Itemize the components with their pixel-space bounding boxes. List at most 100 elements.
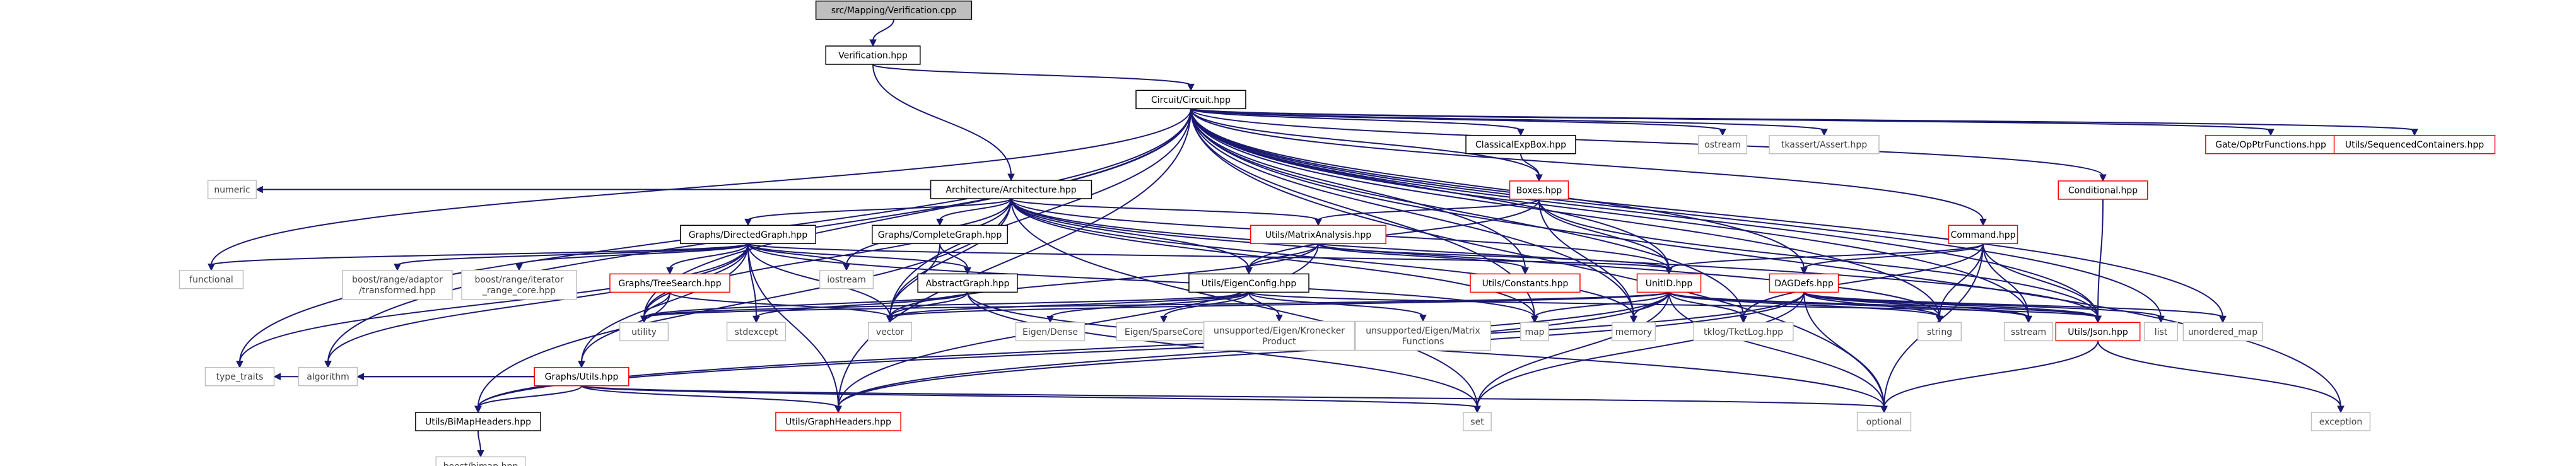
edge-circuit_hpp-to-memory xyxy=(1190,108,1634,318)
edge-directedgraph_hpp-to-abstractgraph_hpp xyxy=(747,243,968,270)
arrowhead xyxy=(936,218,944,226)
arrowhead xyxy=(1517,129,1525,136)
node-label: functional xyxy=(189,275,233,285)
node-verification-hpp[interactable]: Verification.hpp xyxy=(825,45,921,65)
arrowhead xyxy=(1880,405,1888,414)
arrowhead xyxy=(666,267,674,275)
edge-daggdefs_hpp-to-optional xyxy=(1803,292,1885,408)
node-classicalexpbox-hpp[interactable]: ClassicalExpBox.hpp xyxy=(1465,134,1576,154)
arrowhead xyxy=(1719,129,1726,136)
arrowhead xyxy=(843,264,850,271)
node-boost-iterator: boost/range/iterator_range_core.hpp xyxy=(461,269,577,300)
node-unordered-map: unordered_map xyxy=(2182,322,2263,342)
node-box xyxy=(609,273,730,293)
edge-directedgraph_hpp-to-vector xyxy=(747,243,891,318)
node-box xyxy=(825,45,921,65)
node-memory: memory xyxy=(1611,322,1656,342)
node-treesearch-hpp[interactable]: Graphs/TreeSearch.hpp xyxy=(609,273,730,293)
node-optional: optional xyxy=(1856,412,1912,431)
node-eigen-dense: Eigen/Dense xyxy=(1015,322,1086,342)
edge-circuit_hpp-to-tkassert_hpp xyxy=(1190,108,1825,131)
node-directedgraph-hpp[interactable]: Graphs/DirectedGraph.hpp xyxy=(680,224,816,245)
edge-circuit_hpp-to-daggdefs_hpp xyxy=(1190,108,1805,269)
arrowhead xyxy=(2099,174,2107,182)
node-box xyxy=(1769,273,1839,293)
edge-treesearch_hpp-to-vector xyxy=(669,291,891,318)
node-set: set xyxy=(1463,412,1492,431)
node-seqcont-hpp[interactable]: Utils/SequencedContainers.hpp xyxy=(2333,134,2496,154)
edge-circuit_hpp-to-vector xyxy=(889,108,1191,318)
edge-unitid_hpp-to-map xyxy=(1534,291,1670,318)
node-label: Utils/Constants.hpp xyxy=(1482,279,1569,289)
edge-unitid_hpp-to-set xyxy=(1477,292,1670,408)
node-verification-cpp[interactable]: src/Mapping/Verification.cpp xyxy=(815,0,973,20)
node-constants-hpp[interactable]: Utils/Constants.hpp xyxy=(1470,273,1581,293)
node-box xyxy=(775,412,901,431)
node-box xyxy=(207,180,257,199)
node-box xyxy=(726,322,787,342)
node-label: Circuit/Circuit.hpp xyxy=(1151,95,1231,105)
edge-directedgraph_hpp-to-algorithm xyxy=(327,243,749,363)
node-box xyxy=(1463,412,1492,431)
node-label: string xyxy=(1927,327,1952,337)
node-boxes-hpp[interactable]: Boxes.hpp xyxy=(1509,180,1569,200)
edge-circuit_hpp-to-sstream xyxy=(1190,108,2029,318)
node-box xyxy=(917,273,1018,293)
node-json-hpp[interactable]: Utils/Json.hpp xyxy=(2055,322,2141,342)
edge-command_hpp-to-daggdefs_hpp xyxy=(1803,243,1984,270)
node-box xyxy=(619,322,669,342)
node-boost-bimap: boost/bimap.hpp xyxy=(435,456,526,466)
node-label: Graphs/TreeSearch.hpp xyxy=(618,279,721,289)
node-label: utility xyxy=(631,327,657,337)
node-architecture-hpp[interactable]: Architecture/Architecture.hpp xyxy=(930,180,1092,199)
edge-circuit_hpp-to-conditional_hpp xyxy=(1190,108,2104,177)
arrowhead xyxy=(964,267,971,275)
node-label: tkassert/Assert.hpp xyxy=(1781,140,1867,150)
node-algorithm: algorithm xyxy=(298,366,358,387)
edge-architecture_hpp-to-string xyxy=(1010,198,1940,318)
arrowhead xyxy=(1740,315,1747,323)
edge-bimapheaders_hpp-to-boost_bimap xyxy=(477,431,481,452)
edge-unitid_hpp-to-tklog_hpp xyxy=(1668,292,1744,318)
node-label: memory xyxy=(1615,327,1653,337)
node-label: Verification.hpp xyxy=(838,50,908,61)
node-opptr-hpp[interactable]: Gate/OpPtrFunctions.hpp xyxy=(2205,134,2336,154)
arrowhead xyxy=(1187,83,1195,91)
node-graphutils-hpp[interactable]: Graphs/Utils.hpp xyxy=(534,366,629,387)
node-label: Utils/Json.hpp xyxy=(2068,327,2128,337)
edge-eigenconfig_hpp-to-eigen_kron xyxy=(1248,292,1280,317)
edge-directedgraph_hpp-to-iostream xyxy=(747,243,847,266)
edge-abstractgraph_hpp-to-utility xyxy=(643,291,968,318)
node-label: Command.hpp xyxy=(1950,230,2015,240)
node-command-hpp[interactable]: Command.hpp xyxy=(1948,224,2018,245)
arrowhead xyxy=(356,373,364,381)
arrowhead xyxy=(2337,405,2345,414)
node-label: exception xyxy=(2319,417,2362,428)
arrowhead xyxy=(474,405,482,414)
edge-architecture_hpp-to-vector xyxy=(889,199,1012,318)
edge-directedgraph_hpp-to-map xyxy=(747,243,1535,318)
node-string: string xyxy=(1917,322,1962,342)
arrowhead xyxy=(1521,267,1529,275)
node-box xyxy=(1135,90,1246,110)
edge-command_hpp-to-tklog_hpp xyxy=(1743,243,1984,318)
arrowhead xyxy=(2094,315,2102,323)
node-graphheaders-hpp[interactable]: Utils/GraphHeaders.hpp xyxy=(775,412,901,431)
edge-circuit_hpp-to-boxes_hpp xyxy=(1190,108,1540,177)
node-eigenconfig-hpp[interactable]: Utils/EigenConfig.hpp xyxy=(1188,273,1309,293)
edge-treesearch_hpp-to-utility xyxy=(643,292,670,318)
node-abstractgraph-hpp[interactable]: AbstractGraph.hpp xyxy=(917,273,1018,293)
node-type-traits: type_traits xyxy=(204,366,275,387)
node-unitid-hpp[interactable]: UnitID.hpp xyxy=(1636,273,1702,293)
node-label: Utils/BiMapHeaders.hpp xyxy=(425,417,531,428)
node-completegraph-hpp[interactable]: Graphs/CompleteGraph.hpp xyxy=(872,224,1008,245)
edge-daggdefs_hpp-to-set xyxy=(1477,292,1805,408)
node-conditional-hpp[interactable]: Conditional.hpp xyxy=(2058,180,2148,200)
node-daggdefs-hpp[interactable]: DAGDefs.hpp xyxy=(1769,273,1839,293)
node-matrixanalysis-hpp[interactable]: Utils/MatrixAnalysis.hpp xyxy=(1250,224,1386,245)
arrowhead xyxy=(1979,218,1987,226)
node-box xyxy=(1465,134,1576,154)
node-bimapheaders-hpp[interactable]: Utils/BiMapHeaders.hpp xyxy=(415,412,541,431)
node-circuit-hpp[interactable]: Circuit/Circuit.hpp xyxy=(1135,90,1246,110)
